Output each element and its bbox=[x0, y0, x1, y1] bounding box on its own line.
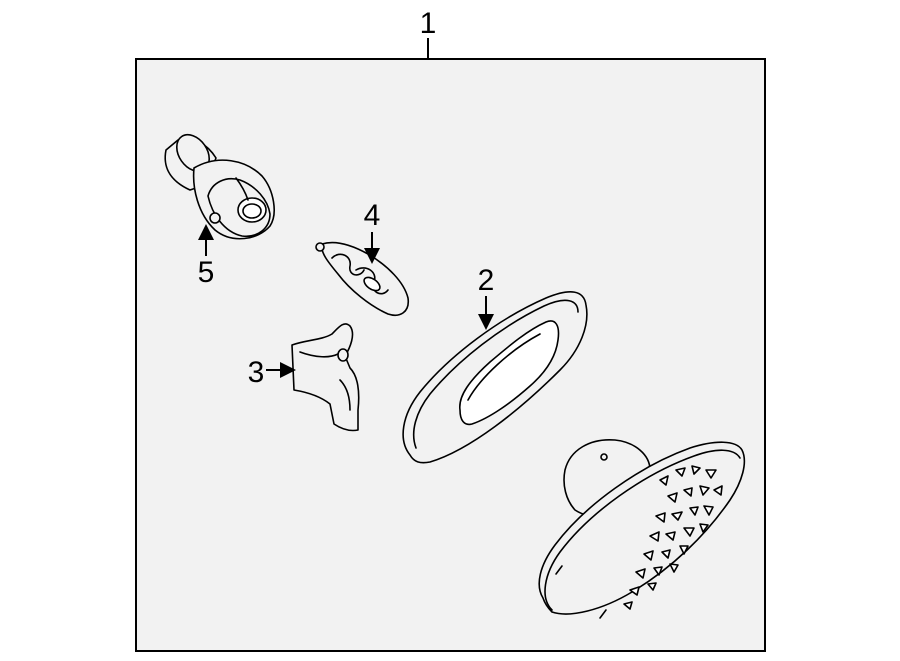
callout-4: 4 bbox=[364, 199, 381, 232]
callout-5: 5 bbox=[198, 256, 215, 289]
lamp-housing-part bbox=[538, 439, 746, 619]
callout-2: 2 bbox=[478, 264, 495, 297]
clip-part bbox=[291, 323, 360, 432]
socket-part bbox=[164, 133, 275, 240]
callout-3: 3 bbox=[248, 356, 265, 389]
callout-1: 1 bbox=[420, 7, 437, 40]
gasket-part bbox=[402, 291, 588, 464]
lens-facets bbox=[623, 465, 723, 610]
